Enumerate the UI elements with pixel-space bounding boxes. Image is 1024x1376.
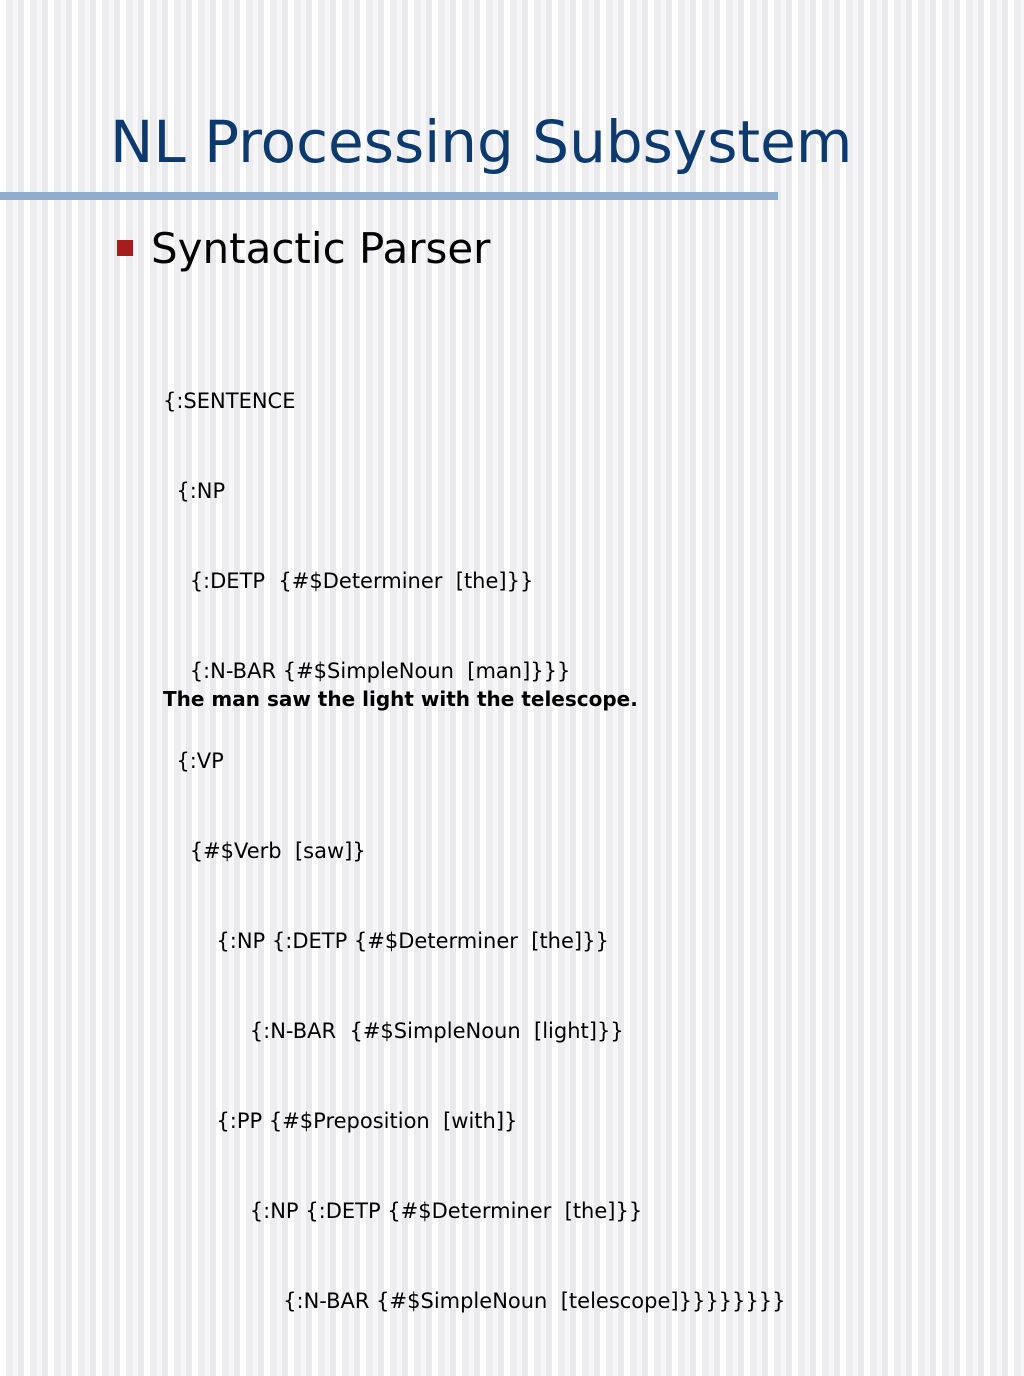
parse-line: {:SENTENCE <box>163 389 296 413</box>
parse-line: {#$Verb [saw]} <box>163 839 366 863</box>
bullet-label: Syntactic Parser <box>151 223 491 273</box>
parse-line: {:VP <box>163 749 224 773</box>
parse-line: {:PP {#$Preposition [with]} <box>163 1109 518 1133</box>
square-bullet-icon <box>117 240 133 256</box>
parse-line: {:DETP {#$Determiner [the]}} <box>163 569 534 593</box>
parse-line: {:NP {:DETP {#$Determiner [the]}} <box>163 929 609 953</box>
parse-line: {:N-BAR {#$SimpleNoun [light]}} <box>163 1019 624 1043</box>
parse-line: {:NP <box>163 479 226 503</box>
parse-line: {:NP {:DETP {#$Determiner [the]}} <box>163 1199 643 1223</box>
slide: NL Processing Subsystem Syntactic Parser… <box>0 108 853 1313</box>
title-divider <box>0 192 778 200</box>
slide-title: NL Processing Subsystem <box>110 108 853 176</box>
example-sentence: The man saw the light with the telescope… <box>163 687 638 711</box>
parse-line: {:N-BAR {#$SimpleNoun [telescope]}}}}}}}… <box>163 1289 786 1313</box>
parse-line: {:N-BAR {#$SimpleNoun [man]}}} <box>163 659 571 683</box>
bullet-item: Syntactic Parser <box>117 222 490 274</box>
parse-tree: {:SENTENCE {:NP {:DETP {#$Determiner [th… <box>163 326 785 1376</box>
